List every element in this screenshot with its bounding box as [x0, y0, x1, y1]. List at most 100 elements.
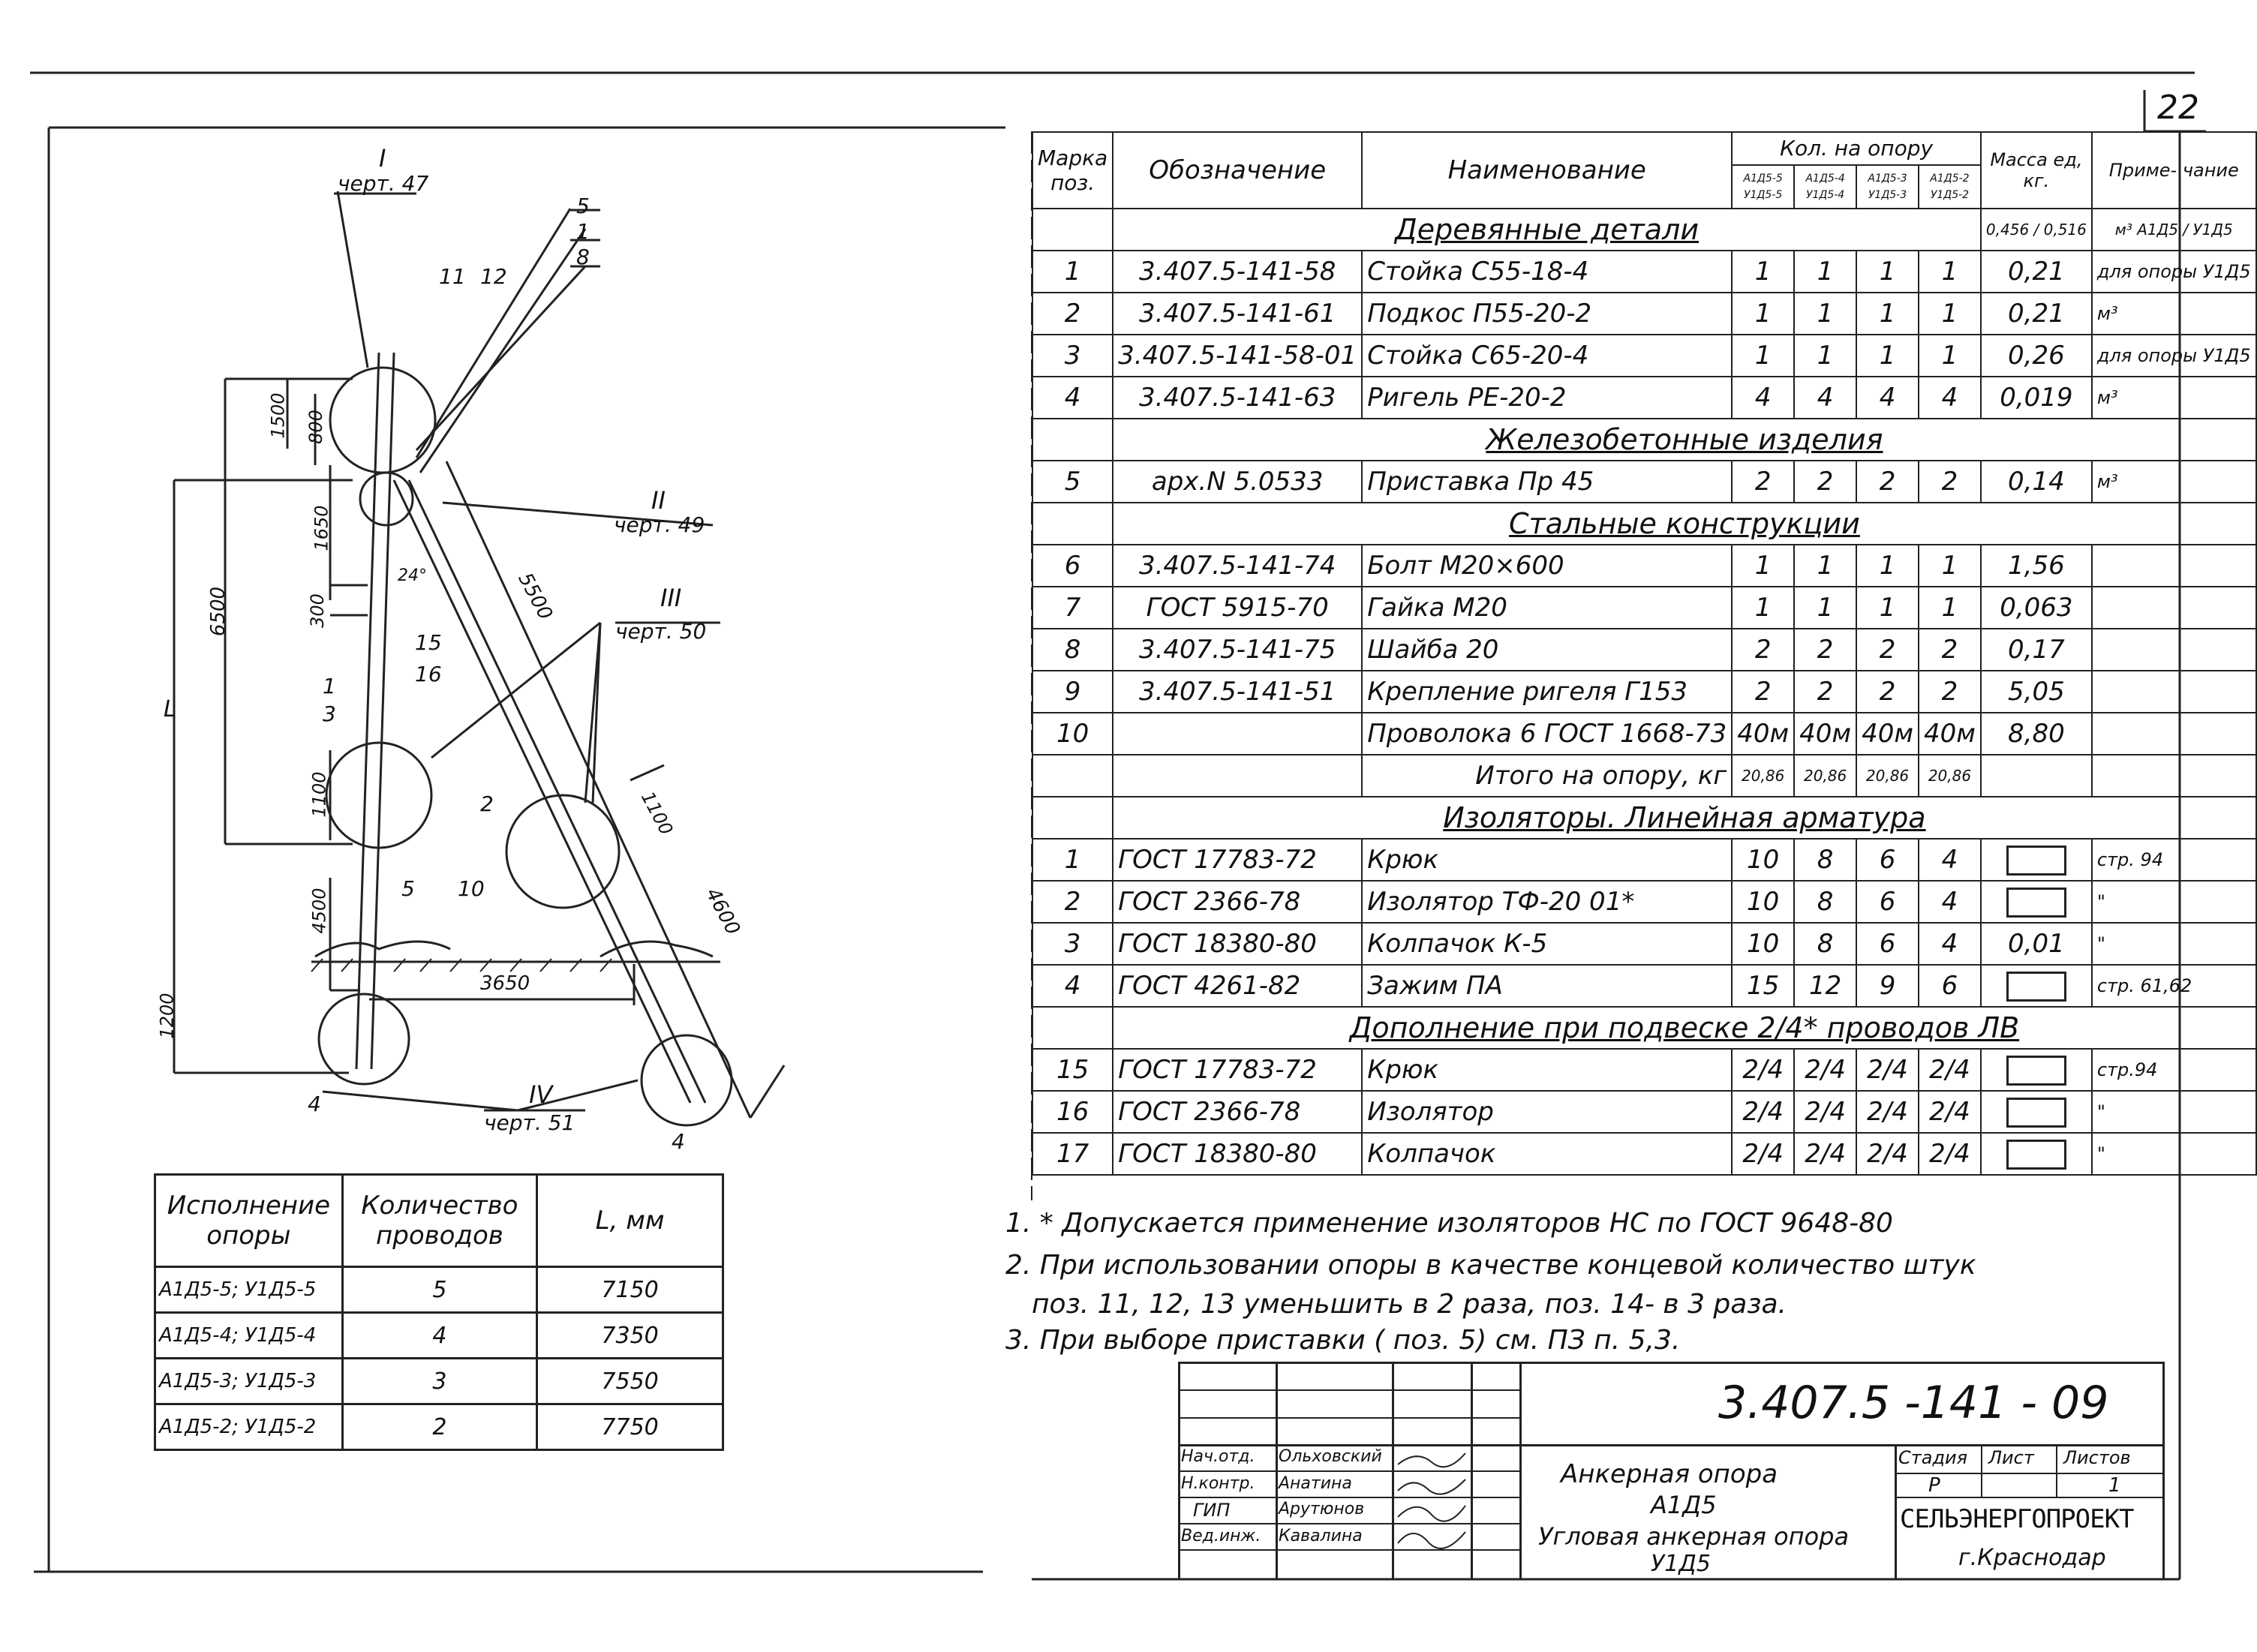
callout-4-ref: черт. 51 [484, 1110, 576, 1135]
designation-cell: ГОСТ 5915-70 [1112, 586, 1363, 629]
name-cell: Ригель РЕ-20-2 [1361, 376, 1733, 419]
section-extra: Дополнение при подвеске 2/4* проводов ЛВ [1112, 1006, 2257, 1050]
col-mark: Марка поз. [1031, 131, 1114, 209]
designation-cell: ГОСТ 4261-82 [1112, 964, 1363, 1008]
qty-cell: 1 [1731, 586, 1796, 629]
qty-cell: 8 [1793, 838, 1858, 882]
qty-cell: 1 [1917, 334, 1982, 377]
name-cell: Проволока 6 ГОСТ 1668-73 [1361, 712, 1733, 755]
dim-label: 1650 [311, 505, 332, 551]
signature-marks [1397, 1452, 1466, 1549]
qty-cell: 2 [1917, 460, 1982, 503]
drawing-code: 3.407.5 -141 - 09 [1718, 1377, 2109, 1429]
qty-cell: 1 [1793, 544, 1858, 587]
note-cell: стр.94 [2090, 1048, 2257, 1092]
qty-cell: 2 [1793, 460, 1858, 503]
qty-cell: 15 [1731, 964, 1796, 1008]
pos-cell: 4 [1031, 376, 1114, 419]
qty-cell: 1 [1856, 292, 1919, 335]
dim-label: 24° [398, 566, 427, 585]
empty-box [2006, 971, 2066, 1002]
note-cell: для опоры У1Д5 [2090, 334, 2257, 377]
empty-box [2006, 845, 2066, 876]
section-insulators: Изоляторы. Линейная арматура [1112, 796, 2257, 840]
length-cell: 7750 [536, 1403, 724, 1451]
qty-cell: 10 [1731, 922, 1796, 966]
qty-cell: 2 [1793, 670, 1858, 713]
qty-cell: 2 [1731, 670, 1796, 713]
note-cell: м³ [2090, 292, 2257, 335]
qty-cell: 4 [1917, 922, 1982, 966]
section-wood: Деревянные детали [1112, 208, 1982, 251]
designation-cell: 3.407.5-141-51 [1112, 670, 1363, 713]
name-cell: Гайка М20 [1361, 586, 1733, 629]
total-label: Итого на опору, кг [1361, 754, 1733, 797]
title-line: Анкерная опора [1561, 1459, 1778, 1489]
pos-cell: 2 [1031, 292, 1114, 335]
mass-cell: 0,21 [1979, 292, 2093, 335]
designation-cell: 3.407.5-141-58 [1112, 250, 1363, 293]
qty-cell: 2 [1731, 628, 1796, 671]
qty-variant: А1Д5-3 У1Д5-3 [1856, 164, 1919, 210]
qty-cell: 2/4 [1917, 1048, 1982, 1092]
mass-cell [1979, 1090, 2093, 1134]
pos-label: 15 [415, 630, 442, 655]
note-cell: стр. 94 [2090, 838, 2257, 882]
qty-cell: 2 [1856, 628, 1919, 671]
mass-cell [1979, 964, 2093, 1008]
pos-label: 8 [576, 245, 590, 269]
variant-cell: А1Д5-2; У1Д5-2 [154, 1403, 344, 1451]
sheet-label: Лист [1988, 1447, 2034, 1468]
callout-1-roman: I [379, 144, 386, 173]
name-cell: Шайба 20 [1361, 628, 1733, 671]
pos-cell: 15 [1031, 1048, 1114, 1092]
note-1: 1. * Допускается применение изоляторов Н… [1005, 1208, 1893, 1239]
qty-cell: 40м [1731, 712, 1796, 755]
pos-cell: 4 [1031, 964, 1114, 1008]
total-value: 20,86 [1917, 754, 1982, 797]
mass-cell [1979, 880, 2093, 924]
col-qty: Кол. на опору [1731, 131, 1982, 166]
dim-label: 800 [305, 410, 326, 444]
qty-cell: 10 [1731, 880, 1796, 924]
designation-cell: 3.407.5-141-58-01 [1112, 334, 1363, 377]
length-cell: 7150 [536, 1266, 724, 1314]
stage-label: Стадия [1898, 1447, 1968, 1468]
dim-label: 3650 [480, 972, 530, 995]
empty-box [2006, 1097, 2066, 1128]
qty-cell: 4 [1917, 838, 1982, 882]
pos-label: 3 [323, 701, 336, 726]
pos-cell: 7 [1031, 586, 1114, 629]
qty-cell: 8 [1793, 922, 1858, 966]
qty-cell: 2 [1856, 460, 1919, 503]
section-row: Дополнение при подвеске 2/4* проводов ЛВ [1031, 1006, 2257, 1050]
note-cell: " [2090, 1090, 2257, 1134]
section-concrete: Железобетонные изделия [1112, 418, 2257, 461]
pos-label: 12 [480, 264, 507, 289]
pos-label: 11 [439, 264, 466, 289]
note-cell: " [2090, 1132, 2257, 1176]
name-cell: Стойка С55-18-4 [1361, 250, 1733, 293]
qty-cell: 1 [1793, 334, 1858, 377]
total-value: 20,86 [1731, 754, 1796, 797]
section-row: Деревянные детали 0,456 / 0,516 м³ А1Д5 … [1031, 208, 2257, 251]
name-cell: Крюк [1361, 838, 1733, 882]
designation-cell: ГОСТ 2366-78 [1112, 880, 1363, 924]
col-variant: Исполнение опоры [154, 1173, 344, 1268]
designation-cell: 3.407.5-141-74 [1112, 544, 1363, 587]
designation-cell: ГОСТ 2366-78 [1112, 1090, 1363, 1134]
name-cell: Изолятор [1361, 1090, 1733, 1134]
dim-label: 300 [306, 593, 328, 628]
callout-3-roman: III [660, 584, 682, 612]
